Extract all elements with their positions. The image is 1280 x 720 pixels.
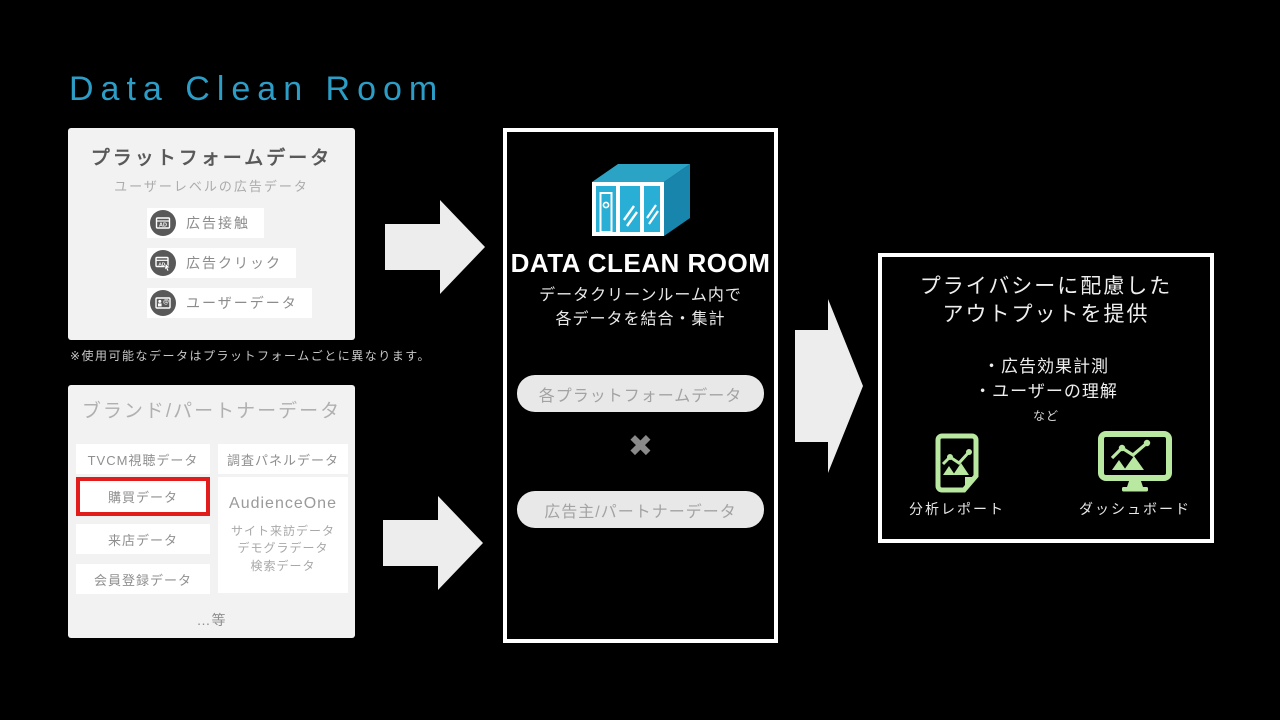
output-icons-row: 分析レポート ダッシュボード — [882, 429, 1210, 519]
audience-one-title: AudienceOne — [229, 494, 337, 512]
partner-data-pill: 広告主/パートナーデータ — [517, 491, 764, 528]
audience-one-subitem: 検索データ — [250, 558, 316, 573]
platform-item-list: AD 広告接触 AD 広告クリック @ ユーザーデータ — [147, 208, 355, 318]
dashboard-label: ダッシュボード — [1079, 501, 1191, 517]
svg-text:@: @ — [163, 300, 169, 306]
output-etc-label: など — [1032, 408, 1059, 423]
audience-one-cell: AudienceOne サイト来訪データ デモグラデータ 検索データ — [218, 477, 348, 593]
platform-item-label: ユーザーデータ — [186, 295, 298, 311]
clean-room-title: DATA CLEAN ROOM — [510, 248, 771, 278]
list-item: @ ユーザーデータ — [147, 288, 312, 318]
report-icon-wrap — [932, 429, 982, 493]
clean-room-description: データクリーンルーム内で 各データを結合・集計 — [507, 284, 774, 332]
brand-right-column: 調査パネルデータ AudienceOne サイト来訪データ デモグラデータ 検索… — [218, 444, 348, 593]
clean-room-description-line1: データクリーンルーム内で — [539, 287, 742, 304]
ad-impression-icon: AD — [150, 210, 176, 236]
list-item: AD 広告クリック — [147, 248, 296, 278]
ad-click-icon: AD — [150, 250, 176, 276]
dashboard-output: ダッシュボード — [1075, 429, 1195, 519]
page-title: Data Clean Room — [69, 70, 445, 108]
svg-text:AD: AD — [159, 223, 167, 229]
brand-partner-data-panel: ブランド/パートナーデータ TVCM視聴データ 購買データ 来店データ 会員登録… — [68, 385, 355, 638]
dashboard-icon-wrap — [1097, 429, 1173, 493]
output-title-line2: アウトプットを提供 — [942, 303, 1150, 327]
audience-one-subitem: デモグラデータ — [237, 541, 329, 556]
platform-data-pill: 各プラットフォームデータ — [517, 375, 764, 412]
brand-data-cell: 会員登録データ — [76, 564, 210, 594]
arrow-right-icon — [385, 200, 485, 294]
platform-item-label: 広告接触 — [186, 215, 250, 231]
arrow-right-icon — [795, 299, 863, 473]
arrow-right-icon — [383, 496, 483, 590]
output-box-title: プライバシーに配慮した アウトプットを提供 — [882, 273, 1210, 330]
user-data-icon: @ — [150, 290, 176, 316]
brand-panel-title: ブランド/パートナーデータ — [81, 401, 342, 422]
dashboard-icon — [1098, 431, 1172, 492]
audience-one-subitem: サイト来訪データ — [230, 523, 335, 538]
output-bullets: ・広告効果計測 ・ユーザーの理解 — [882, 354, 1210, 405]
brand-data-cell-highlighted: 購買データ — [76, 477, 210, 516]
brand-etc-label: …等 — [196, 612, 227, 628]
output-bullet: ・ユーザーの理解 — [974, 382, 1118, 402]
brand-left-column: TVCM視聴データ 購買データ 来店データ 会員登録データ — [76, 444, 210, 594]
platform-item-label: 広告クリック — [186, 255, 282, 271]
svg-text:AD: AD — [158, 261, 165, 267]
platform-panel-subtitle: ユーザーレベルの広告データ — [114, 179, 309, 194]
multiply-icon: ✖ — [627, 430, 654, 463]
list-item: AD 広告接触 — [147, 208, 264, 238]
clean-room-cube-icon — [591, 164, 690, 236]
brand-data-cell: 調査パネルデータ — [218, 444, 348, 474]
report-icon — [935, 433, 979, 493]
platform-panel-title: プラットフォームデータ — [90, 148, 333, 169]
report-label: 分析レポート — [909, 501, 1005, 517]
brand-data-cell: TVCM視聴データ — [76, 444, 210, 474]
data-clean-room-box: DATA CLEAN ROOM データクリーンルーム内で 各データを結合・集計 … — [503, 128, 778, 643]
brand-data-cell: 来店データ — [76, 524, 210, 554]
output-bullet: ・広告効果計測 — [983, 356, 1109, 376]
platform-note: ※使用可能なデータはプラットフォームごとに異なります。 — [70, 349, 431, 363]
clean-room-description-line2: 各データを結合・集計 — [555, 311, 726, 328]
analysis-report-output: 分析レポート — [897, 429, 1017, 519]
privacy-output-box: プライバシーに配慮した アウトプットを提供 ・広告効果計測 ・ユーザーの理解 な… — [878, 253, 1214, 543]
output-title-line1: プライバシーに配慮した — [919, 275, 1173, 298]
platform-data-panel: プラットフォームデータ ユーザーレベルの広告データ AD 広告接触 AD 広告ク… — [68, 128, 355, 340]
